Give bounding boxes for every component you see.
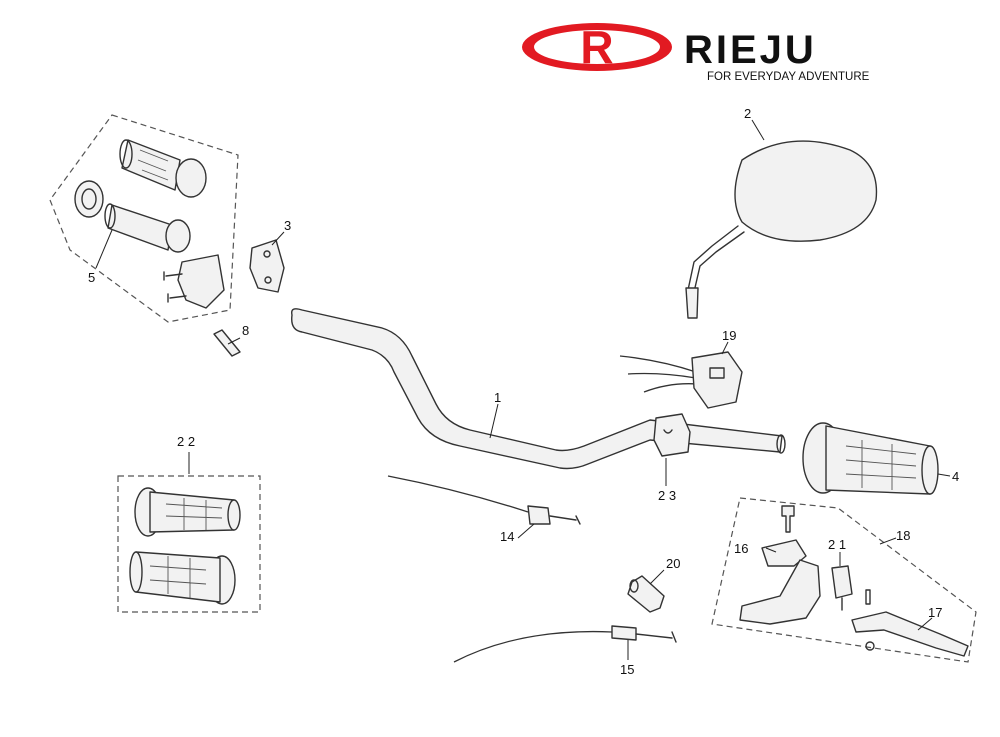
clutch-cable-adjuster: [611, 625, 637, 641]
leader-16: [765, 547, 777, 553]
handlebar-clamp-mark: [663, 429, 673, 434]
lever-assembly-box: [711, 497, 977, 663]
grip-set: 2 2: [117, 434, 261, 613]
callout-8: 8: [242, 323, 249, 338]
clutch-lever: [851, 611, 969, 657]
switch-button: [709, 367, 725, 379]
switch-clamp: 3: [249, 218, 291, 293]
leader-3: [271, 231, 285, 246]
throttle-grip-end: [119, 139, 133, 169]
callout-1: 1: [494, 390, 501, 405]
throttle-assembly-box: [49, 114, 239, 323]
brand-logo: R RIEJU FOR EVERYDAY ADVENTURE: [522, 21, 870, 83]
throttle-grip-ribs: [137, 149, 169, 181]
mirror-stem-inner: [693, 231, 745, 293]
leader-2: [751, 119, 765, 141]
leader-17: [917, 617, 933, 631]
throttle-housing: [177, 254, 225, 309]
right-grip-end: [921, 445, 939, 495]
leader-1: [489, 403, 499, 439]
callout-23: 2 3: [658, 488, 676, 503]
leader-14: [517, 523, 535, 539]
lever-assembly: 16 2 1 18 17: [711, 497, 977, 663]
leader-5: [95, 229, 113, 269]
logo-letter: R: [580, 21, 613, 73]
callout-4: 4: [952, 469, 959, 484]
clutch-cable-line: [453, 630, 613, 663]
handlebar-switch: 19: [619, 328, 743, 409]
leader-18: [879, 537, 897, 545]
throttle-washer: [74, 180, 104, 218]
throttle-washer-hole: [81, 188, 97, 210]
leader-4: [937, 473, 951, 477]
callout-2: 2: [744, 106, 751, 121]
switch-clamp-body: [249, 239, 285, 293]
switch-clamp-bolt-hole-bottom: [264, 276, 272, 284]
right-grip-body: [825, 425, 931, 495]
lever-pivot-screw: [865, 589, 871, 605]
grip-set-bottom-grip: [135, 551, 221, 603]
throttle-cable-line: [387, 475, 529, 513]
callout-16: 16: [734, 541, 748, 556]
leader-8: [227, 337, 241, 345]
grip-set-bottom-ribs: [149, 556, 207, 598]
switch-wires: [619, 355, 699, 393]
grip-set-top-ribs: [165, 498, 223, 530]
callout-15: 15: [620, 662, 634, 677]
switch-clamp-bolt-hole-top: [263, 250, 271, 258]
mirror-head: [734, 140, 878, 242]
cable-connector-body: [213, 329, 241, 357]
grip-set-box: [117, 475, 261, 613]
switch-housing: [691, 351, 743, 409]
callout-19: 19: [722, 328, 736, 343]
mirror-bolt: [685, 287, 699, 319]
grip-set-bottom-end: [129, 551, 143, 593]
handlebar-clamp: 2 3: [653, 413, 691, 503]
lever-pivot-nut: [865, 641, 875, 651]
clutch-cable-end: [635, 631, 677, 643]
throttle-assembly: 5: [49, 114, 239, 323]
throttle-grip-flange: [175, 158, 207, 198]
mirror-stem: [687, 225, 739, 291]
clutch-cable: 15: [453, 625, 677, 677]
grip-set-top-end: [227, 499, 241, 531]
callout-20: 20: [666, 556, 680, 571]
grip-set-top-grip: [149, 491, 235, 533]
logo-ellipse-inner: [534, 30, 660, 64]
callout-17: 17: [928, 605, 942, 620]
callout-3: 3: [284, 218, 291, 233]
right-grip: 4: [802, 422, 959, 495]
throttle-tube-end: [104, 203, 116, 229]
handlebar-clamp-body: [653, 413, 691, 457]
throttle-cable: 14: [387, 475, 581, 544]
callout-22: 2 2: [177, 434, 195, 449]
clutch-switch: [831, 565, 853, 599]
right-grip-ribs: [845, 440, 917, 490]
callout-5: 5: [88, 270, 95, 285]
throttle-cable-end: [549, 515, 581, 525]
throttle-tube-flange: [165, 219, 191, 253]
mirror: 2: [685, 106, 878, 319]
callout-18: 18: [896, 528, 910, 543]
throttle-cable-adjuster: [527, 505, 551, 525]
callout-21: 2 1: [828, 537, 846, 552]
lever-switch-tip: [629, 579, 639, 593]
lever-switch-body: [627, 575, 665, 613]
throttle-screw-top: [163, 271, 183, 281]
handlebar-end-right: [776, 434, 786, 454]
leader-20: [649, 569, 665, 585]
cable-connector: 8: [213, 323, 249, 357]
brand-tagline: FOR EVERYDAY ADVENTURE: [707, 71, 870, 83]
throttle-screw-bottom: [167, 293, 187, 303]
throttle-tube: [107, 204, 173, 251]
brand-name: RIEJU: [684, 28, 817, 72]
leader-19: [721, 341, 729, 355]
lever-perch-bottom: [739, 559, 821, 625]
lever-switch: 20: [627, 556, 680, 613]
callout-14: 14: [500, 529, 514, 544]
lever-bolt: [781, 505, 795, 533]
